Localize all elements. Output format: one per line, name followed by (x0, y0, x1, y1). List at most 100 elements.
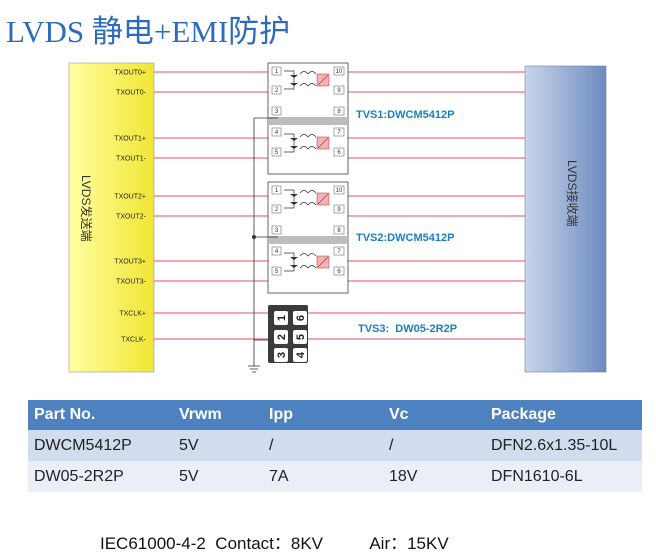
dw05-pin-number: 5 (295, 334, 307, 340)
dw05-pin-number: 2 (276, 334, 288, 340)
dw05-pad (274, 348, 288, 362)
receiver-block (524, 65, 607, 373)
chip-pin-number: 10 (336, 69, 343, 75)
esd-rating-footer: IEC61000-4-2 Contact：8KV Air：15KV (100, 529, 449, 554)
tvs2-label: TVS2:DWCM5412P (356, 232, 454, 244)
inductor-coil (299, 190, 317, 206)
chip-divider (268, 236, 348, 244)
footer-contact: Contact：8KV (215, 534, 324, 553)
signal-label: TXOUT2+ (114, 194, 146, 201)
filter-slash (317, 74, 329, 86)
signal-label: TXCLK- (121, 337, 147, 344)
chip-pin-number: 2 (275, 207, 279, 213)
cell-vc: 18V (383, 461, 485, 492)
protection-diagram: LVDS发送端 LVDS接收端 TXOUT0+TXOUT0-TXOUT1+TXO… (68, 62, 607, 373)
page-title: LVDS 静电+EMI防护 (6, 14, 291, 49)
chip-pin (333, 204, 345, 214)
chip-pin (271, 127, 282, 137)
signal-label: TXCLK+ (119, 311, 146, 318)
chip-pin-number: 10 (336, 188, 343, 194)
chip-pin (333, 85, 345, 95)
chip-pin-number: 6 (337, 269, 341, 275)
tvs3-label: TVS3: DW05-2R2P (358, 323, 457, 335)
chip-pin-number: 4 (275, 130, 279, 136)
inductor-coil (299, 71, 317, 87)
tvs1-label: TVS1:DWCM5412P (356, 109, 454, 121)
diode-icon (290, 194, 298, 205)
cell-ipp: / (263, 430, 383, 461)
cell-vrwm: 5V (173, 430, 263, 461)
chip-pin (333, 147, 345, 157)
table-row: DW05-2R2P 5V 7A 18V DFN1610-6L (28, 461, 642, 492)
chip-pin-number: 5 (275, 269, 279, 275)
dw05-pin-number: 3 (276, 352, 288, 358)
cell-package: DFN2.6x1.35-10L (485, 430, 642, 461)
signal-label: TXOUT1+ (114, 136, 146, 143)
table-row: DWCM5412P 5V / / DFN2.6x1.35-10L (28, 430, 642, 461)
chip-pin (271, 147, 282, 157)
header-vc: Vc (383, 400, 485, 430)
cell-vrwm: 5V (173, 461, 263, 492)
header-package: Package (485, 400, 642, 430)
header-part-no: Part No. (28, 400, 173, 430)
chip-pin-number: 8 (337, 109, 341, 115)
chip-pin-number: 2 (275, 88, 279, 94)
footer-air: Air：15KV (369, 534, 449, 553)
chip-pin-number: 3 (275, 228, 279, 234)
chip-pin (271, 106, 282, 116)
transmitter-label: LVDS发送端 (79, 175, 94, 241)
chip-pin (271, 225, 282, 235)
header-vrwm: Vrwm (173, 400, 263, 430)
cell-package: DFN1610-6L (485, 461, 642, 492)
ground-node (252, 235, 256, 239)
chip-pin-number: 9 (337, 207, 341, 213)
header-ipp: Ipp (263, 400, 383, 430)
cell-ipp: 7A (263, 461, 383, 492)
ground-icon (248, 365, 260, 373)
filter-slash (317, 137, 329, 149)
diode-icon (290, 257, 298, 268)
chip-pin-number: 6 (337, 150, 341, 156)
chip-pin (271, 266, 282, 276)
chip-pin (271, 204, 282, 214)
chip-pin-number: 1 (275, 188, 279, 194)
signal-label: TXOUT3- (116, 279, 147, 286)
dw05-pad (293, 311, 307, 325)
dw05-pin-number: 1 (276, 315, 288, 321)
filter-slash (317, 256, 329, 268)
inductor-coil (299, 134, 317, 150)
chip-pin (333, 185, 345, 195)
filter-slash (317, 193, 329, 205)
cell-part-no: DWCM5412P (28, 430, 173, 461)
table-header-row: Part No. Vrwm Ipp Vc Package (28, 400, 642, 430)
chip-pin-number: 5 (275, 150, 279, 156)
chip-divider (268, 117, 348, 125)
dw05-pin-number: 4 (295, 351, 307, 358)
chip-pin-number: 8 (337, 228, 341, 234)
footer-standard: IEC61000-4-2 (100, 534, 206, 553)
chip-pin (333, 225, 345, 235)
chip-pin-number: 3 (275, 109, 279, 115)
dw05-pad (293, 348, 307, 362)
cell-vc: / (383, 430, 485, 461)
chip-pin (333, 106, 345, 116)
spec-table: Part No. Vrwm Ipp Vc Package DWCM5412P 5… (28, 400, 642, 492)
signal-label: TXOUT1- (116, 156, 147, 163)
signal-label: TXOUT0+ (114, 70, 146, 77)
dw05-pad (274, 330, 288, 344)
chip-pin-number: 9 (337, 88, 341, 94)
chip-pin-number: 4 (275, 249, 279, 255)
chip-pin (333, 127, 345, 137)
inductor-coil (299, 253, 317, 269)
dw05-pad (274, 311, 288, 325)
signal-label: TXOUT3+ (114, 259, 146, 266)
cell-part-no: DW05-2R2P (28, 461, 173, 492)
signal-label: TXOUT2- (116, 214, 147, 221)
receiver-label: LVDS接收端 (565, 160, 580, 226)
chip-pin (333, 266, 345, 276)
chip-pin-number: 7 (337, 130, 341, 136)
dw05-pad (293, 330, 307, 344)
